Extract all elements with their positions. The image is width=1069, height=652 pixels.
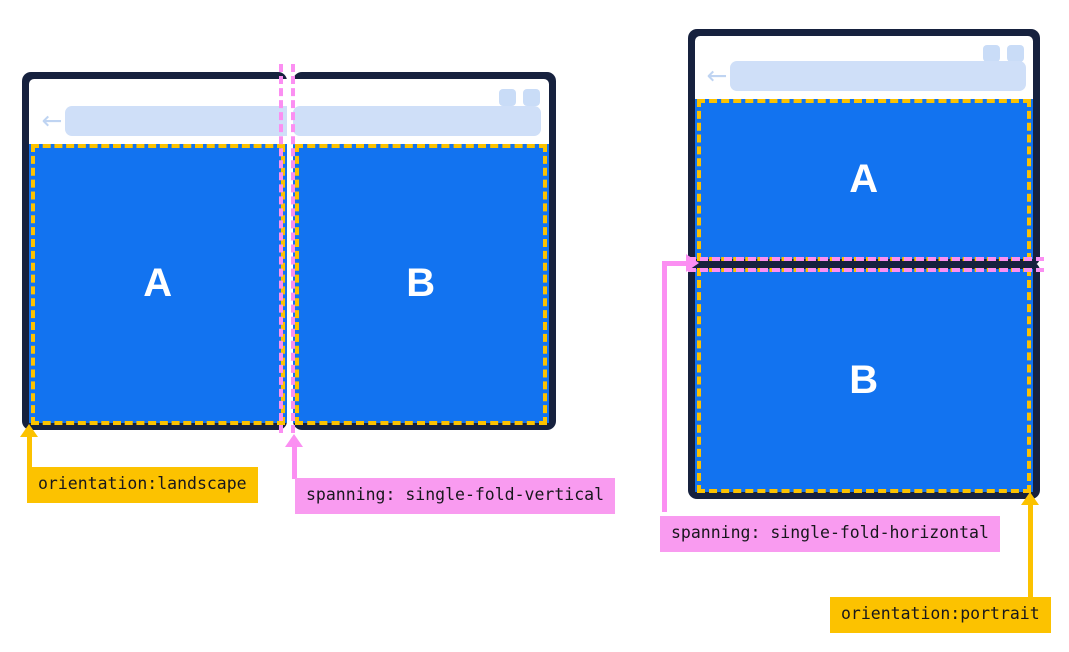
portrait-address-row: ←	[704, 61, 1026, 91]
landscape-tab-chips	[499, 89, 540, 106]
portrait-browser-chrome: ←	[695, 36, 1033, 99]
portrait-viewport-a: A	[695, 99, 1033, 259]
callout-orientation-portrait: orientation:portrait	[830, 597, 1051, 633]
back-arrow-icon[interactable]: ←	[706, 61, 728, 90]
portrait-tab-chips	[983, 45, 1024, 62]
tab-chip-2[interactable]	[1007, 45, 1024, 62]
url-bar-left[interactable]	[65, 106, 287, 136]
landscape-browser-chrome-right	[293, 79, 549, 144]
landscape-viewport-b: B	[293, 144, 549, 423]
landscape-address-row-left: ←	[39, 106, 287, 136]
tab-chip-1[interactable]	[983, 45, 1000, 62]
tab-chip-2[interactable]	[523, 89, 540, 106]
callout-spanning-single-fold-vertical: spanning: single-fold-vertical	[295, 478, 616, 514]
viewport-letter-a: A	[143, 261, 173, 305]
tab-chip-1[interactable]	[499, 89, 516, 106]
landscape-viewport-a: A	[29, 144, 287, 423]
url-bar[interactable]	[730, 61, 1026, 91]
viewport-letter-a: A	[849, 156, 879, 201]
viewport-letter-b: B	[849, 358, 879, 402]
back-arrow-icon[interactable]: ←	[41, 106, 63, 135]
viewport-letter-b: B	[406, 261, 436, 305]
portrait-viewport-b: B	[695, 269, 1033, 492]
callout-spanning-single-fold-horizontal: spanning: single-fold-horizontal	[660, 516, 1000, 552]
url-bar-right[interactable]	[293, 106, 541, 136]
callout-orientation-landscape: orientation:landscape	[27, 467, 258, 503]
landscape-browser-chrome-left: ←	[29, 79, 287, 144]
landscape-address-row-right	[293, 106, 541, 136]
